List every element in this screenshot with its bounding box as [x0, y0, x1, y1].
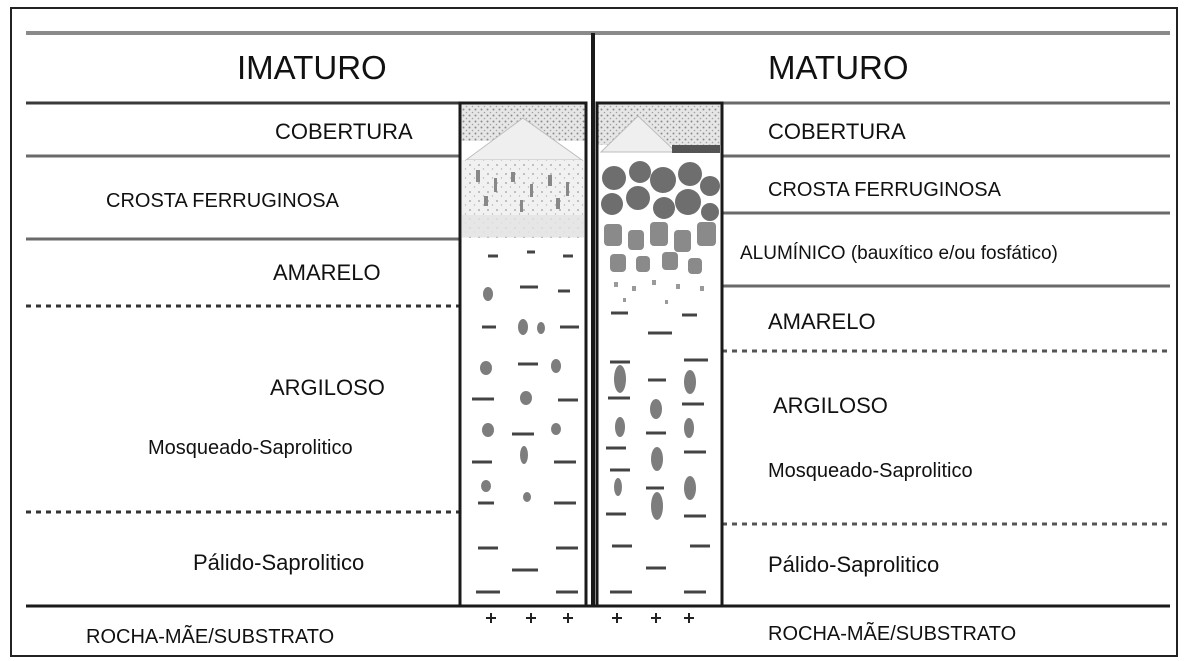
right-dash-marks — [606, 311, 710, 594]
left-label-amarelo: AMARELO — [273, 260, 381, 285]
left-label-argiloso: ARGILOSO — [270, 375, 385, 400]
left-label-rocha: ROCHA-MÃE/SUBSTRATO — [86, 626, 335, 648]
right-label-crosta: CROSTA FERRUGINOSA — [768, 179, 1001, 201]
bedrock-crosses — [486, 613, 694, 623]
right-crust-nodules — [601, 161, 720, 221]
right-small-flecks — [614, 280, 704, 304]
left-crust-marks — [476, 170, 569, 212]
right-label-rocha: ROCHA-MÃE/SUBSTRATO — [768, 623, 1017, 645]
left-label-crosta: CROSTA FERRUGINOSA — [106, 190, 339, 212]
left-crust-fade — [462, 215, 584, 237]
right-aluminous-blocks — [604, 222, 716, 274]
left-nodules — [480, 287, 561, 502]
right-label-argiloso: ARGILOSO — [773, 393, 888, 418]
right-label-aluminico: ALUMÍNICO (bauxítico e/ou fosfático) — [740, 243, 1058, 264]
right-label-palido: Pálido-Saprolitico — [768, 552, 940, 577]
right-profile-column — [595, 101, 724, 608]
left-column-border — [458, 101, 588, 608]
left-label-cobertura: COBERTURA — [275, 119, 413, 144]
outer-frame — [10, 7, 1178, 657]
right-label-amarelo: AMARELO — [768, 309, 876, 334]
left-label-palido: Pálido-Saprolitico — [193, 550, 365, 575]
right-column-border — [595, 101, 724, 608]
right-label-cobertura: COBERTURA — [768, 119, 906, 144]
right-title: MATURO — [768, 49, 909, 86]
left-dash-marks — [472, 250, 579, 594]
left-label-mosqueado: Mosqueado-Saprolitico — [148, 437, 353, 459]
right-dark-band — [672, 145, 720, 153]
right-nodules — [614, 365, 696, 520]
right-cover-mound — [599, 115, 678, 153]
left-title: IMATURO — [237, 49, 387, 86]
right-label-mosqueado: Mosqueado-Saprolitico — [768, 460, 973, 482]
left-profile-column — [458, 101, 588, 608]
